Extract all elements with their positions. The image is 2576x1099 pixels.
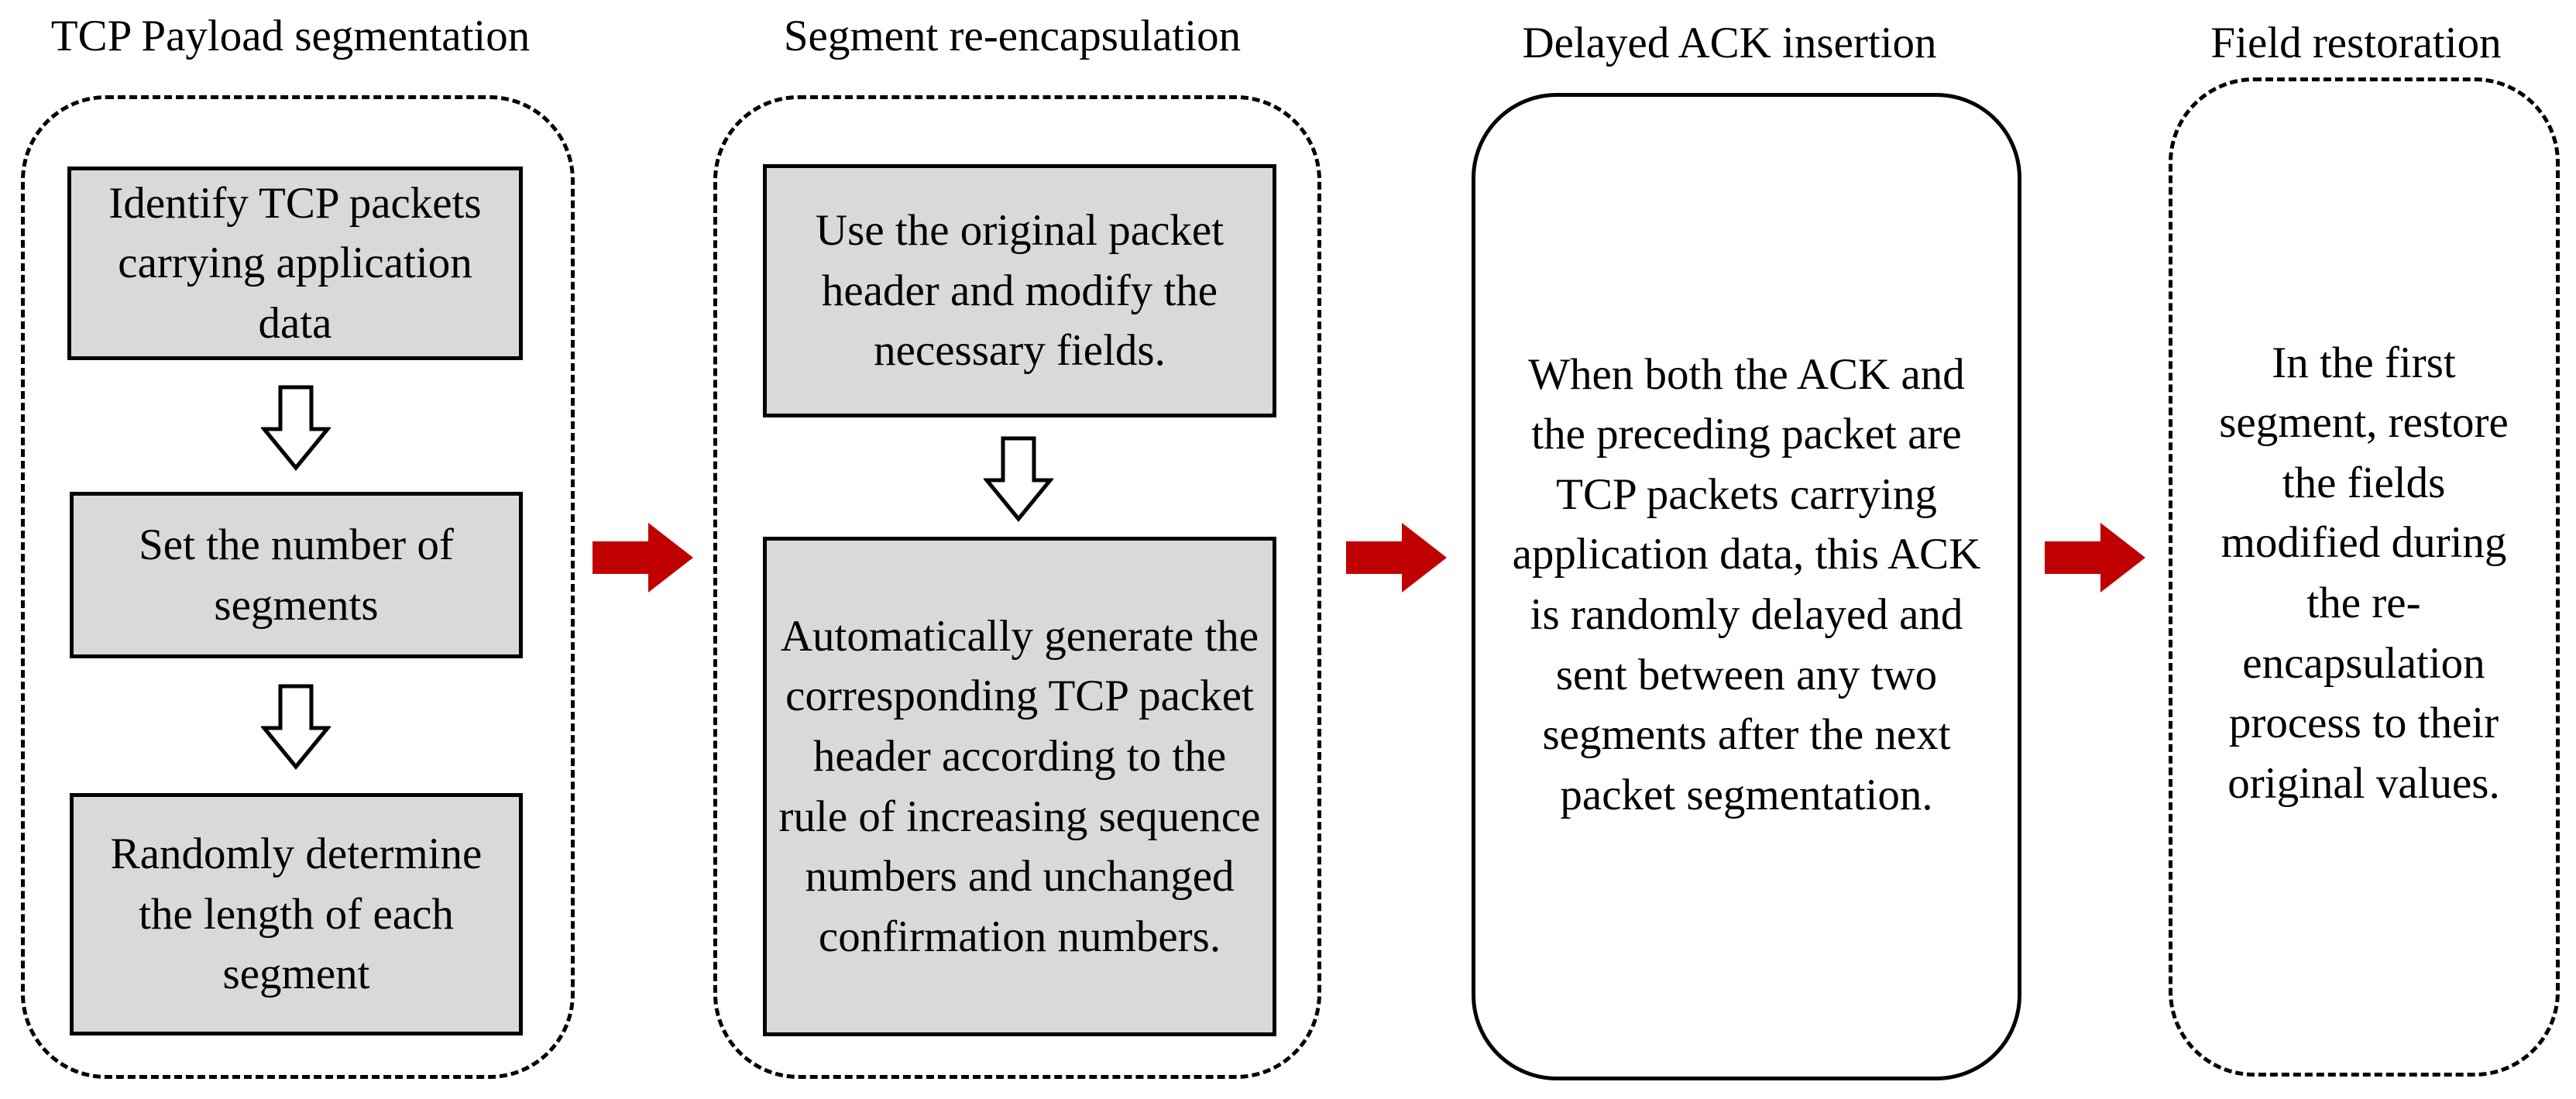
step-use-original-header-text: Use the original packet header and modif…: [815, 206, 1224, 376]
step-generate-tcp-header: Automatically generate the corresponding…: [763, 537, 1276, 1036]
down-arrow-icon: [261, 684, 331, 770]
stage-title-field-restoration: Field restoration: [2210, 19, 2502, 67]
step-identify-tcp-packets-text: Identify TCP packets carrying applicatio…: [108, 178, 482, 348]
step-identify-tcp-packets: Identify TCP packets carrying applicatio…: [67, 167, 523, 360]
step-generate-tcp-header-text: Automatically generate the corresponding…: [778, 611, 1261, 961]
field-restoration-description-text: In the first segment, restore the fields…: [2219, 338, 2509, 808]
stage-title-payload-segmentation: TCP Payload segmentation: [50, 12, 531, 60]
step-use-original-header: Use the original packet header and modif…: [763, 164, 1276, 417]
delayed-ack-description-text: When both the ACK and the preceding pack…: [1512, 349, 1981, 819]
field-restoration-description: In the first segment, restore the fields…: [2201, 325, 2526, 821]
step-set-number-of-segments: Set the number of segments: [70, 492, 523, 658]
down-arrow-icon: [261, 385, 331, 471]
stage-title-re-encapsulation: Segment re-encapsulation: [783, 12, 1242, 60]
delayed-ack-description: When both the ACK and the preceding pack…: [1510, 248, 1983, 922]
stage-delayed-ack: [1472, 93, 2021, 1080]
step-random-segment-length-text: Randomly determine the length of each se…: [110, 829, 483, 999]
right-arrow-icon: [1346, 523, 1447, 592]
right-arrow-icon: [592, 523, 693, 592]
down-arrow-icon: [984, 436, 1053, 522]
step-random-segment-length: Randomly determine the length of each se…: [70, 793, 523, 1035]
right-arrow-icon: [2045, 523, 2145, 592]
step-set-number-of-segments-text: Set the number of segments: [139, 520, 454, 630]
stage-title-delayed-ack: Delayed ACK insertion: [1522, 19, 1937, 67]
stage-field-restoration: [2169, 77, 2560, 1077]
